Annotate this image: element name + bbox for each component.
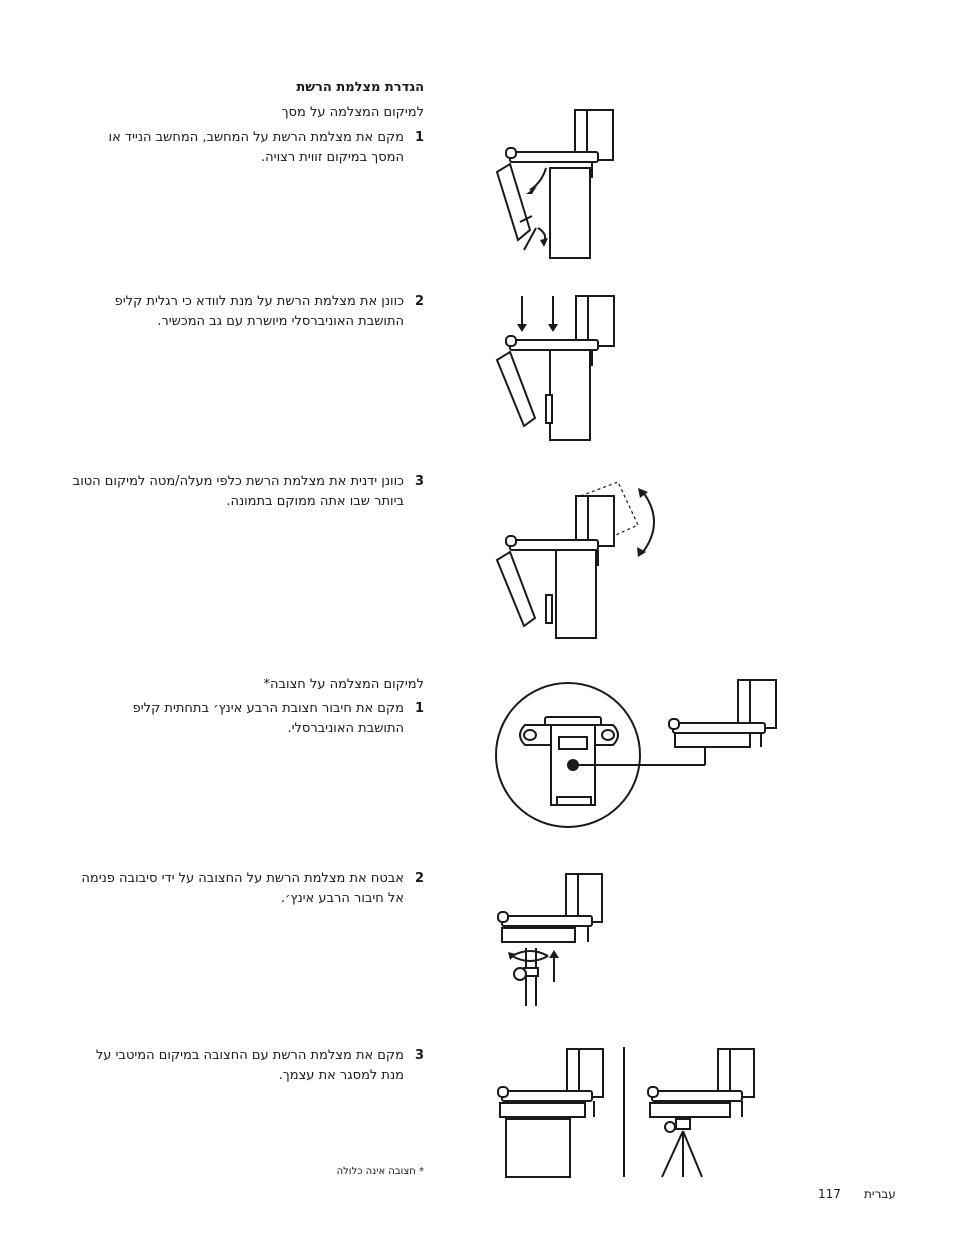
tripod-step-3: 3 מקם את מצלמת הרשת עם החצובה במיקום המי… [74, 1046, 424, 1086]
step-text: מקם את חיבור חצובת הרבע אינץ׳ בתחתית קלי… [132, 701, 404, 736]
footer-page-number: 117 [818, 1187, 841, 1201]
step-text: אבטח את מצלמת הרשת על החצובה על ידי סיבו… [81, 871, 404, 906]
step-number: 3 [414, 1048, 424, 1063]
tripod-step-1: 1 מקם את חיבור חצובת הרבע אינץ׳ בתחתית ק… [84, 699, 424, 739]
step-number: 2 [414, 294, 424, 309]
step-number: 3 [414, 474, 424, 489]
monitor-step-2: 2 כוונן את מצלמת הרשת על מנת לוודא כי רג… [84, 292, 424, 332]
monitor-subtitle: למיקום המצלמה על מסך [281, 105, 424, 120]
section-title: הגדרת מצלמת הרשת [296, 80, 424, 95]
figure-tripod-step-2 [497, 873, 603, 1006]
step-text: כוונן ידנית את מצלמת הרשת כלפי מעלה/מטה … [72, 474, 404, 509]
figure-monitor-step-1 [495, 109, 614, 259]
step-number: 1 [414, 130, 424, 145]
figure-monitor-step-3 [495, 481, 655, 639]
step-text: מקם את מצלמת הרשת על המחשב, המחשב הנייד … [108, 130, 404, 165]
step-text: מקם את מצלמת הרשת עם החצובה במיקום המיטב… [95, 1048, 404, 1083]
step-text: כוונן את מצלמת הרשת על מנת לוודא כי רגלי… [114, 294, 404, 329]
step-number: 2 [414, 871, 424, 886]
footer-language: עברית [864, 1187, 896, 1201]
monitor-step-1: 1 מקם את מצלמת הרשת על המחשב, המחשב הניי… [84, 128, 424, 168]
tripod-subtitle: למיקום המצלמה על חצובה* [263, 677, 424, 692]
figure-monitor-step-2 [495, 295, 615, 441]
footnote: * חצובה אינה כלולה [336, 1166, 424, 1177]
monitor-step-3: 3 כוונן ידנית את מצלמת הרשת כלפי מעלה/מט… [64, 472, 424, 512]
tripod-step-2: 2 אבטח את מצלמת הרשת על החצובה על ידי סי… [74, 869, 424, 909]
figure-tripod-step-1 [495, 679, 777, 828]
figure-tripod-step-3 [497, 1047, 755, 1178]
step-number: 1 [414, 701, 424, 716]
